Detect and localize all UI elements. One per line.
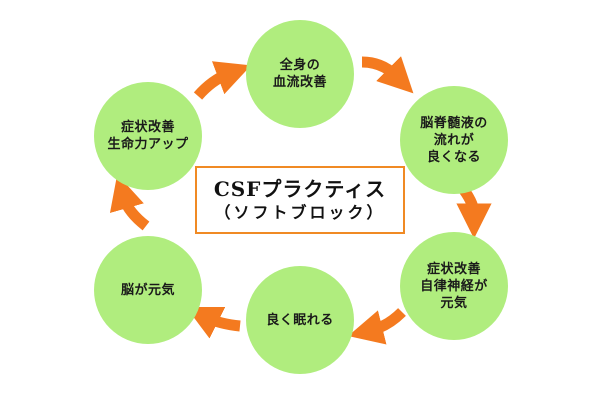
node-brain-healthy: 脳が元気 <box>94 236 202 344</box>
center-title: CSFプラクティス <box>213 177 387 201</box>
center-subtitle: （ソフトブロック） <box>214 203 386 222</box>
node-blood-flow: 全身の 血流改善 <box>246 20 354 128</box>
cycle-arrow-4 <box>185 306 241 339</box>
cycle-arrow-2 <box>456 186 492 239</box>
node-vitality-up-label: 症状改善 生命力アップ <box>107 120 189 152</box>
cycle-arrow-5 <box>109 174 150 231</box>
node-blood-flow-label: 全身の 血流改善 <box>272 58 327 90</box>
node-vitality-up: 症状改善 生命力アップ <box>94 82 202 190</box>
node-csf-flow: 脳脊髄液の 流れが 良くなる <box>400 86 508 194</box>
cycle-arrow-1 <box>361 56 414 94</box>
node-good-sleep-label: 良く眠れる <box>266 312 334 328</box>
node-autonomic-nerves-label: 症状改善 自律神経が 元気 <box>420 261 488 311</box>
center-title-box: CSFプラクティス （ソフトブロック） <box>195 166 405 234</box>
node-brain-healthy-label: 脳が元気 <box>120 282 175 298</box>
node-autonomic-nerves: 症状改善 自律神経が 元気 <box>400 232 508 340</box>
cycle-arrow-3 <box>348 308 406 345</box>
cycle-arrow-6 <box>193 61 252 100</box>
node-csf-flow-label: 脳脊髄液の 流れが 良くなる <box>420 115 488 165</box>
node-good-sleep: 良く眠れる <box>246 266 354 374</box>
